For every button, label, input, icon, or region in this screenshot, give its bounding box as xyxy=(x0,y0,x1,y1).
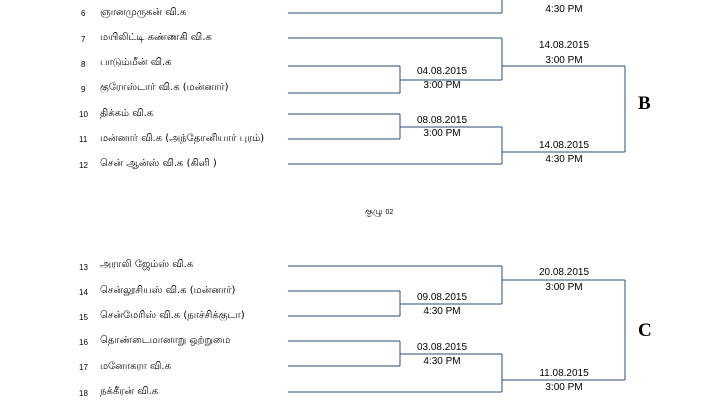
row-number: 6 xyxy=(81,9,86,18)
team-name: சென்மேரிஸ் வி.க (நாச்சிக்குடா) xyxy=(100,310,245,321)
team-name: அராலி ஜேம்ஸ் வி.க xyxy=(100,259,194,270)
team-name: திக்கம் வி.க xyxy=(100,108,154,119)
row-number: 12 xyxy=(79,161,88,170)
team-name: ஞானமுருகன் வி.க xyxy=(100,7,187,18)
match-date: 14.08.2015 xyxy=(538,40,590,51)
team-name: சென்லூசியஸ் வி.க (மன்னார்) xyxy=(100,285,236,296)
team-name: மன்னார் வி.க (அந்தோனியார் புரம்) xyxy=(100,133,265,144)
row-number: 15 xyxy=(79,313,88,322)
row-number: 7 xyxy=(81,35,86,44)
match-date: 03.08.2015 xyxy=(416,342,468,353)
team-name: மயிலிட்டி கண்ணகி வி.க xyxy=(100,32,212,43)
team-name: நக்கீரன் வி.க xyxy=(100,386,159,397)
row-number: 13 xyxy=(79,263,88,272)
match-time: 3:00 PM xyxy=(545,55,583,66)
match-date: 09.08.2015 xyxy=(416,292,468,303)
pool-label: C xyxy=(638,320,652,341)
team-name: மனோகரா வி.க xyxy=(100,361,171,372)
match-time: 3:00 PM xyxy=(423,80,461,91)
match-date: 04.08.2015 xyxy=(416,66,468,77)
match-time: 4:30 PM xyxy=(423,306,461,317)
team-name: குரோஸ்டார் வி.க (மன்னார்) xyxy=(100,82,229,93)
group-label: குழு xyxy=(365,207,383,217)
match-date: 11.08.2015 xyxy=(539,368,589,379)
row-number: 16 xyxy=(79,338,88,347)
group-heading: குழு 02 xyxy=(365,207,393,218)
row-number: 10 xyxy=(79,110,88,119)
team-name: பாடும்மீன் வி.க xyxy=(100,57,172,68)
team-name: சென் ஆன்ஸ் வி.க (கிளி ) xyxy=(100,158,217,169)
pool-label: B xyxy=(638,93,651,114)
row-number: 11 xyxy=(79,135,88,144)
match-time: 3:00 PM xyxy=(545,282,583,293)
match-time: 3:00 PM xyxy=(423,128,461,139)
match-date: 14.08.2015 xyxy=(538,140,590,151)
row-number: 14 xyxy=(79,288,88,297)
row-number: 18 xyxy=(79,389,88,398)
row-number: 17 xyxy=(79,363,88,372)
match-time: 3:00 PM xyxy=(545,382,583,393)
group-number: 02 xyxy=(385,209,394,216)
row-number: 8 xyxy=(81,60,86,69)
match-time: 4:30 PM xyxy=(423,356,461,367)
match-date: 20.08.2015 xyxy=(538,267,590,278)
team-name: தொண்டைமானாறு ஒற்றுமை xyxy=(100,335,231,346)
match-date: 08.08.2015 xyxy=(416,115,468,126)
match-time: 4:30 PM xyxy=(545,154,583,165)
row-number: 9 xyxy=(81,85,86,94)
match-time: 4:30 PM xyxy=(545,4,583,15)
